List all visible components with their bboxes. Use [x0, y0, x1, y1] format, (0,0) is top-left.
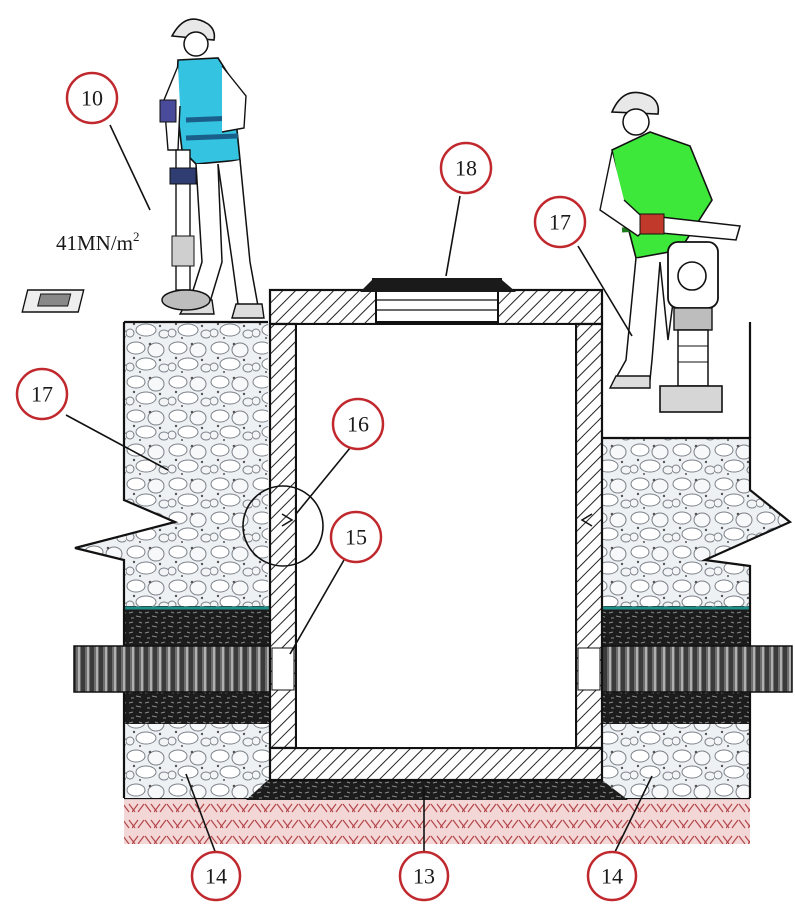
leader-17-left [65, 414, 169, 471]
left-pipe-icon [73, 645, 290, 693]
leader-16 [295, 447, 351, 515]
svg-text:13: 13 [413, 864, 435, 889]
callout-18: 18 [439, 141, 493, 195]
left-gravel-base-layer [124, 724, 270, 798]
callout-14-left: 14 [190, 850, 242, 902]
manhole-chamber [268, 288, 604, 782]
callout-10: 10 [65, 71, 119, 125]
right-gravel-backfill-upper [602, 438, 790, 606]
leader-15 [289, 559, 345, 655]
left-gravel-backfill-upper [75, 322, 268, 606]
svg-text:14: 14 [601, 864, 623, 889]
svg-text:18: 18 [455, 156, 477, 181]
manhole-cover-icon [360, 278, 516, 323]
svg-text:17: 17 [549, 210, 571, 235]
svg-text:10: 10 [81, 86, 103, 111]
vibratory-rammer-icon [639, 213, 741, 413]
leader-14-right [613, 775, 653, 855]
svg-text:16: 16 [347, 412, 369, 437]
plate-load-tester-icon [21, 149, 211, 313]
worker-icon [159, 18, 265, 319]
callout-13: 13 [398, 850, 450, 902]
svg-text:14: 14 [205, 864, 227, 889]
black-bedding-under-manhole [246, 780, 628, 800]
callout-16: 16 [331, 397, 385, 451]
right-gravel-base-layer [602, 724, 750, 798]
svg-text:15: 15 [345, 525, 367, 550]
natural-soil-layer [124, 798, 750, 844]
callout-17-right: 17 [533, 195, 587, 249]
callout-15: 15 [329, 510, 383, 564]
svg-text:17: 17 [31, 382, 53, 407]
joint-detail-circle [242, 485, 324, 567]
pressure-value-label: 41MN/m2 [56, 229, 140, 255]
leader-10 [109, 124, 151, 211]
leader-17-right [577, 245, 633, 337]
right-pipe-icon [584, 645, 793, 693]
leader-18 [445, 195, 461, 277]
callout-17-left: 17 [15, 367, 69, 421]
callout-14-right: 14 [586, 850, 638, 902]
leader-14-left [185, 773, 217, 855]
